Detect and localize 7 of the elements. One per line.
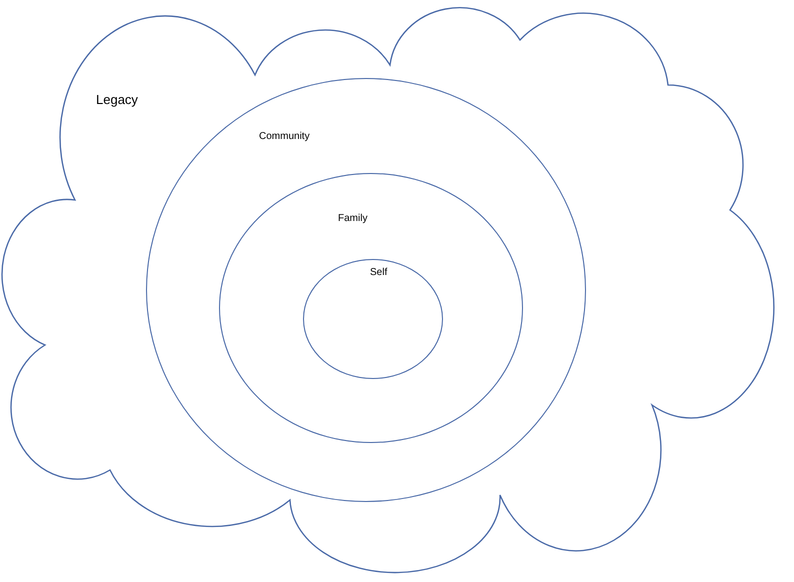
cloud-label: Legacy — [96, 92, 138, 107]
ring-label: Community — [259, 131, 310, 142]
middle-ellipse — [219, 173, 523, 443]
ring-label: Family — [338, 213, 368, 224]
outer-ellipse — [146, 78, 586, 502]
inner-ellipse — [303, 259, 443, 379]
ring-label: Self — [370, 267, 388, 278]
